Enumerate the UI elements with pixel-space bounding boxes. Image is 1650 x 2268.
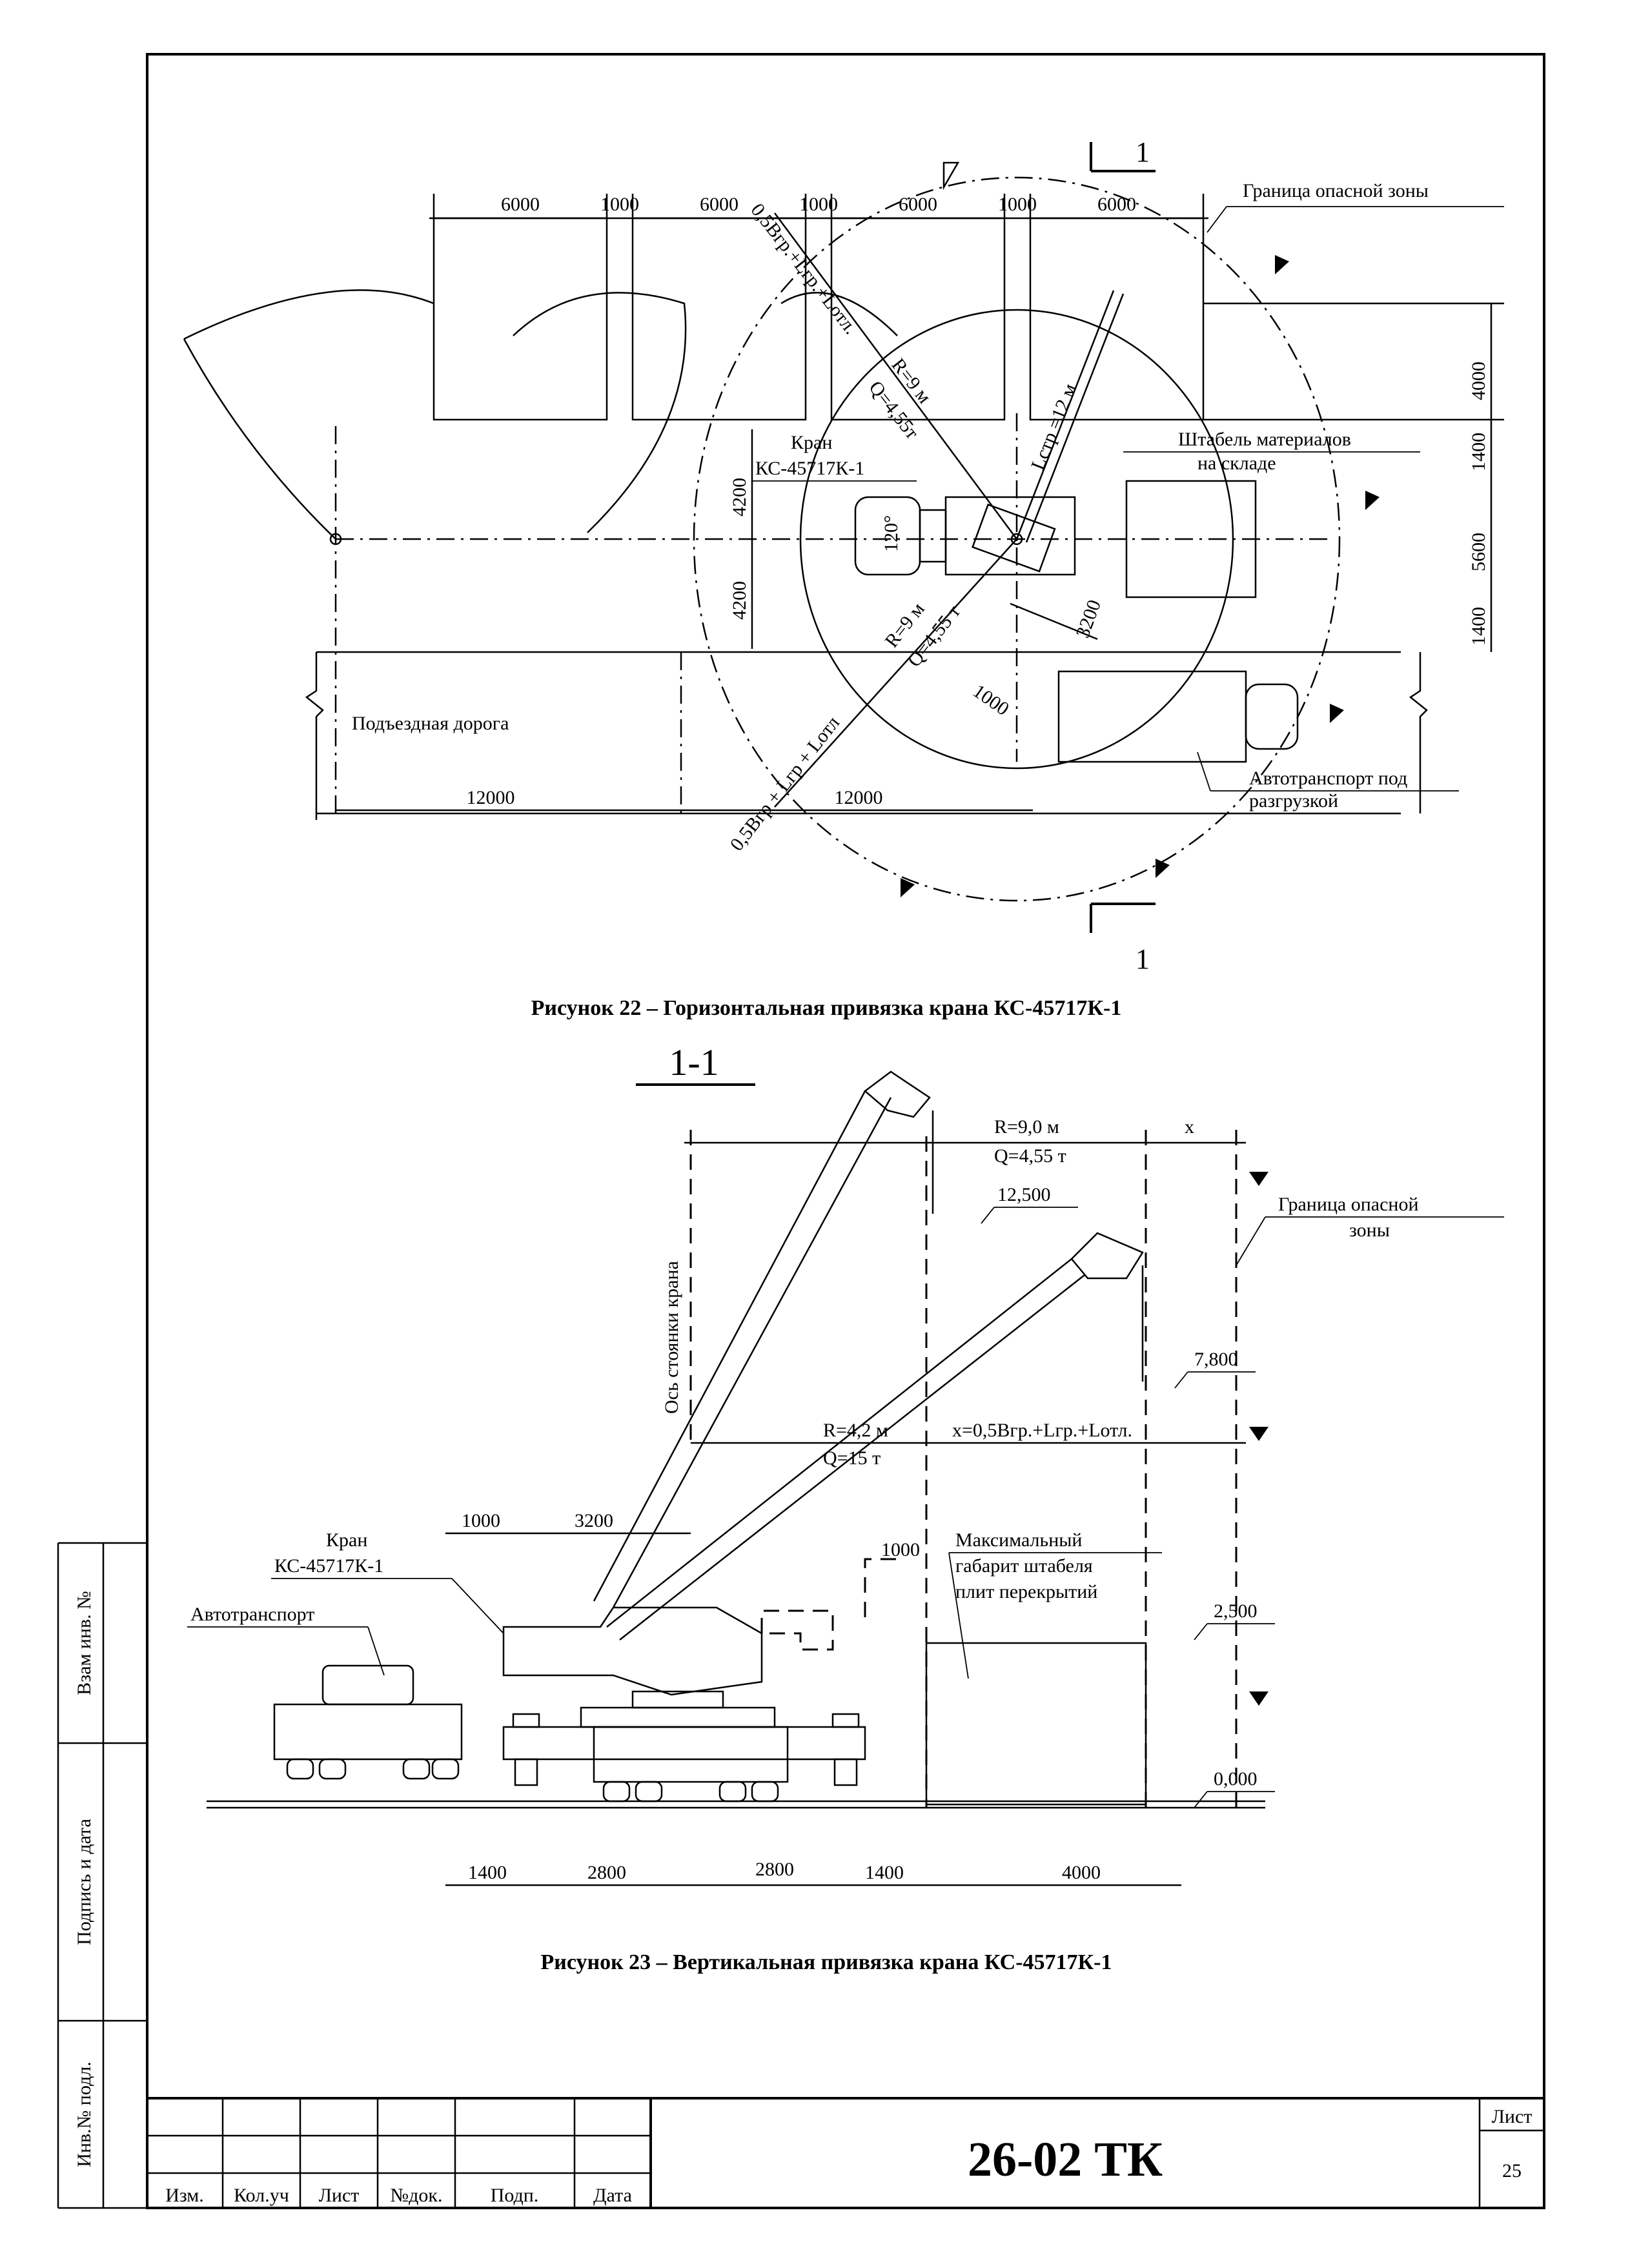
danger-zone-label: Граница опасной зоны xyxy=(1243,180,1429,201)
crane-plan: 120° xyxy=(854,496,1076,576)
truck-plan: Автотранспорт под разгрузкой xyxy=(1057,670,1459,812)
stack-box xyxy=(925,1642,1147,1806)
previous-positions xyxy=(183,289,898,546)
danger-zone-circle xyxy=(693,176,1341,902)
crane-label-elev-2: КС-45717К-1 xyxy=(274,1555,383,1577)
dim-4000-elev: 4000 xyxy=(1062,1862,1101,1883)
dim-12000-2: 12000 xyxy=(835,787,883,808)
road-label: Подъездная дорога xyxy=(352,713,509,734)
stamp-col-count: Кол.уч xyxy=(234,2185,289,2206)
fig23-elevation: 1-1 R=9,0 м Q=4,55 т x Граница опасной з… xyxy=(187,1041,1504,1974)
formula-lower: 0,5Bгр + Lгр + Lотл xyxy=(726,712,844,855)
road: Подъездная дорога xyxy=(305,651,1428,820)
danger-zone-label-1: Граница опасной xyxy=(1278,1194,1419,1215)
dim-6000-4: 6000 xyxy=(1097,194,1136,215)
dim-1400-b2: 1400 xyxy=(865,1862,904,1883)
stack-label-2: на складе xyxy=(1197,453,1276,474)
dim-1000-a: 1000 xyxy=(462,1510,500,1531)
dim-6000-2: 6000 xyxy=(700,194,738,215)
dim-2800-b: 2800 xyxy=(755,1859,794,1880)
radius-line-upper xyxy=(773,212,1018,540)
section-mark-top: 1 xyxy=(1090,136,1156,172)
section-title: 1-1 xyxy=(669,1041,718,1083)
dim-1000: 1000 xyxy=(969,680,1013,720)
stamp-col-sheet: Лист xyxy=(319,2185,360,2206)
crane-axis-label: Ось стоянки крана xyxy=(661,1261,682,1414)
dim-3200: 3200 xyxy=(1072,597,1106,641)
formula-upper: 0,5Bгр.+Lгр.+Lотл. xyxy=(746,199,861,338)
side-label-replacement: Взам инв. № xyxy=(74,1591,95,1695)
load-far: Q=4,55 т xyxy=(994,1145,1066,1167)
section-number-top: 1 xyxy=(1136,136,1150,168)
side-label-signature: Подпись и дата xyxy=(74,1819,95,1945)
fig22-caption: Рисунок 22 – Горизонтальная привязка кра… xyxy=(531,996,1122,1020)
section-mark-bottom: 1 xyxy=(1090,903,1156,975)
dim-3200-elev: 3200 xyxy=(575,1510,613,1531)
dim-1400: 1400 xyxy=(1468,433,1489,471)
dim-x: x xyxy=(1185,1116,1194,1138)
truck-label-elev: Автотранспорт xyxy=(190,1604,314,1625)
side-label-inventory: Инв.№ подл. xyxy=(74,2061,95,2167)
fig23-caption: Рисунок 23 – Вертикальная привязка крана… xyxy=(541,1950,1112,1974)
dim-4200-1: 4200 xyxy=(729,478,750,516)
dim-1400-b: 1400 xyxy=(1468,607,1489,646)
crane-label-elev-1: Кран xyxy=(326,1529,367,1551)
level-12500: 12,500 xyxy=(997,1184,1051,1205)
crane-elevation xyxy=(502,1558,897,1803)
top-dimensions: 6000 1000 6000 1000 6000 1000 6000 xyxy=(429,194,1208,220)
fig22-plan: 6000 1000 6000 1000 6000 1000 6000 1 Гра… xyxy=(183,136,1504,1020)
radius-near: R=4,2 м xyxy=(823,1420,888,1441)
section-number-bottom: 1 xyxy=(1136,943,1150,975)
stack-elev-3: плит перекрытий xyxy=(955,1581,1097,1602)
dim-5600: 5600 xyxy=(1468,533,1489,571)
stamp-col-sign: Подп. xyxy=(491,2185,539,2206)
doc-code: 26-02 ТК xyxy=(968,2132,1163,2187)
stamp-col-date: Дата xyxy=(593,2185,632,2206)
dim-1000-b: 1000 xyxy=(881,1539,920,1560)
sheet-frame xyxy=(57,53,1545,2209)
crane-label-2: КС-45717К-1 xyxy=(755,458,864,479)
stamp-col-docno: №док. xyxy=(391,2185,443,2206)
radius-far: R=9,0 м xyxy=(994,1116,1059,1138)
level-7800: 7,800 xyxy=(1194,1349,1238,1370)
dim-4000: 4000 xyxy=(1468,362,1489,400)
stack-elev-2: габарит штабеля xyxy=(955,1555,1093,1577)
formula-x: x=0,5Bгр.+Lгр.+Lотл. xyxy=(952,1420,1132,1441)
truck-elevation: Автотранспорт xyxy=(187,1604,463,1780)
level-2500: 2,500 xyxy=(1214,1600,1258,1622)
material-stack xyxy=(1125,480,1257,598)
dim-2800-a: 2800 xyxy=(587,1862,626,1883)
title-block: Изм. Кол.уч Лист №док. Подп. Дата 26-02 … xyxy=(147,2097,1544,2208)
dim-6000-3: 6000 xyxy=(899,194,937,215)
sheet-label: Лист xyxy=(1492,2106,1533,2127)
level-0: 0,000 xyxy=(1214,1768,1258,1790)
truck-label-2: разгрузкой xyxy=(1249,790,1338,812)
stack-elev-1: Максимальный xyxy=(955,1529,1082,1551)
boom-length: Lстр =12 м xyxy=(1027,380,1081,473)
stamp-col-change: Изм. xyxy=(165,2185,204,2206)
side-labels: Взам инв. № Подпись и дата Инв.№ подл. xyxy=(74,1591,95,2167)
radius-line-lower xyxy=(774,538,1017,808)
danger-zone-flags xyxy=(901,161,1380,897)
dim-1000-3: 1000 xyxy=(998,194,1037,215)
dim-4200-2: 4200 xyxy=(729,581,750,620)
danger-zone-label-2: зоны xyxy=(1349,1220,1390,1241)
load-near: Q=15 т xyxy=(823,1447,881,1469)
angle-label: 120° xyxy=(881,515,902,552)
dim-12000-1: 12000 xyxy=(467,787,515,808)
ground-line: 0,000 xyxy=(207,1768,1275,1809)
dim-1400-a: 1400 xyxy=(468,1862,507,1883)
dim-1000-2: 1000 xyxy=(799,194,838,215)
truck-label-1: Автотранспорт под xyxy=(1249,768,1407,789)
crane-label-1: Кран xyxy=(791,432,832,453)
stack-label-1: Штабель материалов xyxy=(1178,429,1351,450)
sheet-number: 25 xyxy=(1502,2160,1522,2181)
dim-6000-1: 6000 xyxy=(501,194,540,215)
storage-cells xyxy=(433,217,1504,421)
dim-1000-1: 1000 xyxy=(600,194,639,215)
